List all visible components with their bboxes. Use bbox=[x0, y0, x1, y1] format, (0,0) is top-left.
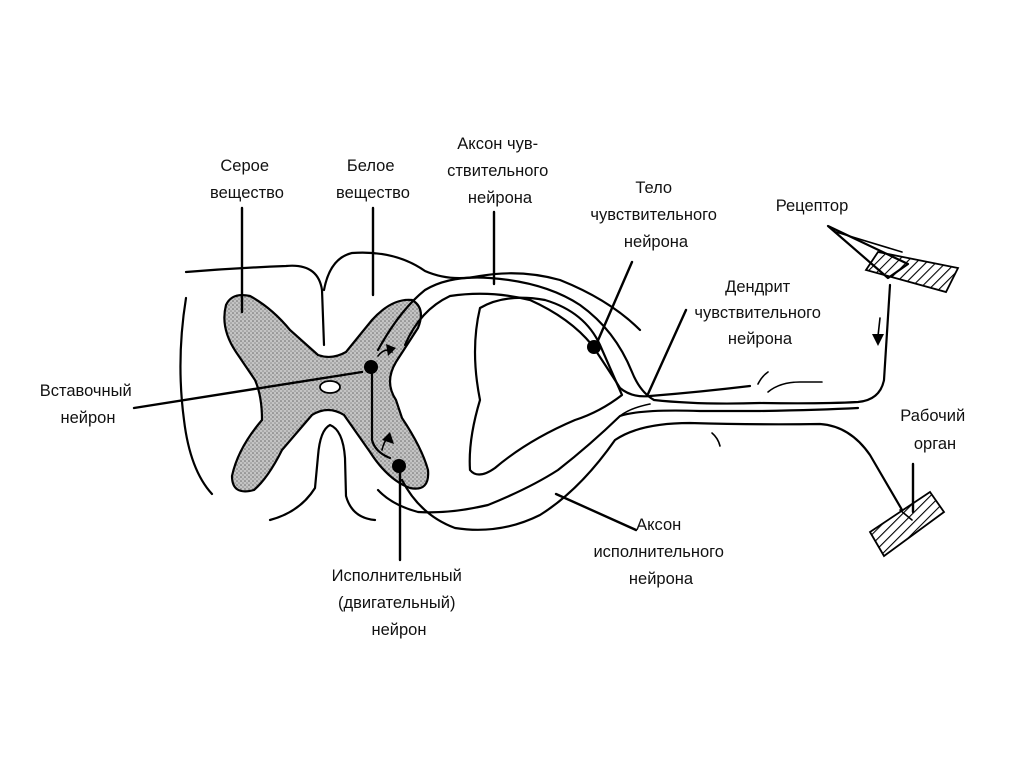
interneuron-body bbox=[364, 360, 378, 374]
label-sensory-body: Тело чувствительного нейрона bbox=[590, 179, 721, 251]
sensory-neuron-body bbox=[587, 340, 601, 354]
receptor-icon bbox=[826, 224, 960, 294]
label-dendrite: Дендрит чувствительного нейрона bbox=[694, 278, 825, 348]
label-effector: Рабочий орган bbox=[900, 407, 970, 453]
effector-organ-icon bbox=[868, 490, 946, 558]
label-receptor: Рецептор bbox=[776, 197, 849, 215]
spinal-cord-outline bbox=[179, 251, 642, 522]
label-sensory-axon: Аксон чув- ствительного нейрона bbox=[447, 135, 553, 207]
spinal-ganglion bbox=[468, 296, 624, 476]
interneuron bbox=[370, 344, 396, 460]
central-canal bbox=[319, 380, 341, 394]
motor-neuron-body bbox=[392, 459, 406, 473]
motor-pathway bbox=[376, 403, 907, 531]
label-white-matter: Белое вещество bbox=[336, 157, 410, 202]
label-grey-matter: Серое вещество bbox=[210, 157, 284, 202]
sensory-pathway bbox=[376, 276, 892, 405]
label-motor-axon: Аксон исполнительного нейрона bbox=[593, 516, 728, 588]
label-interneuron: Вставочный нейрон bbox=[40, 382, 137, 427]
label-pointers bbox=[132, 206, 915, 562]
label-motor-neuron: Исполнительный (двигательный) нейрон bbox=[332, 567, 467, 639]
